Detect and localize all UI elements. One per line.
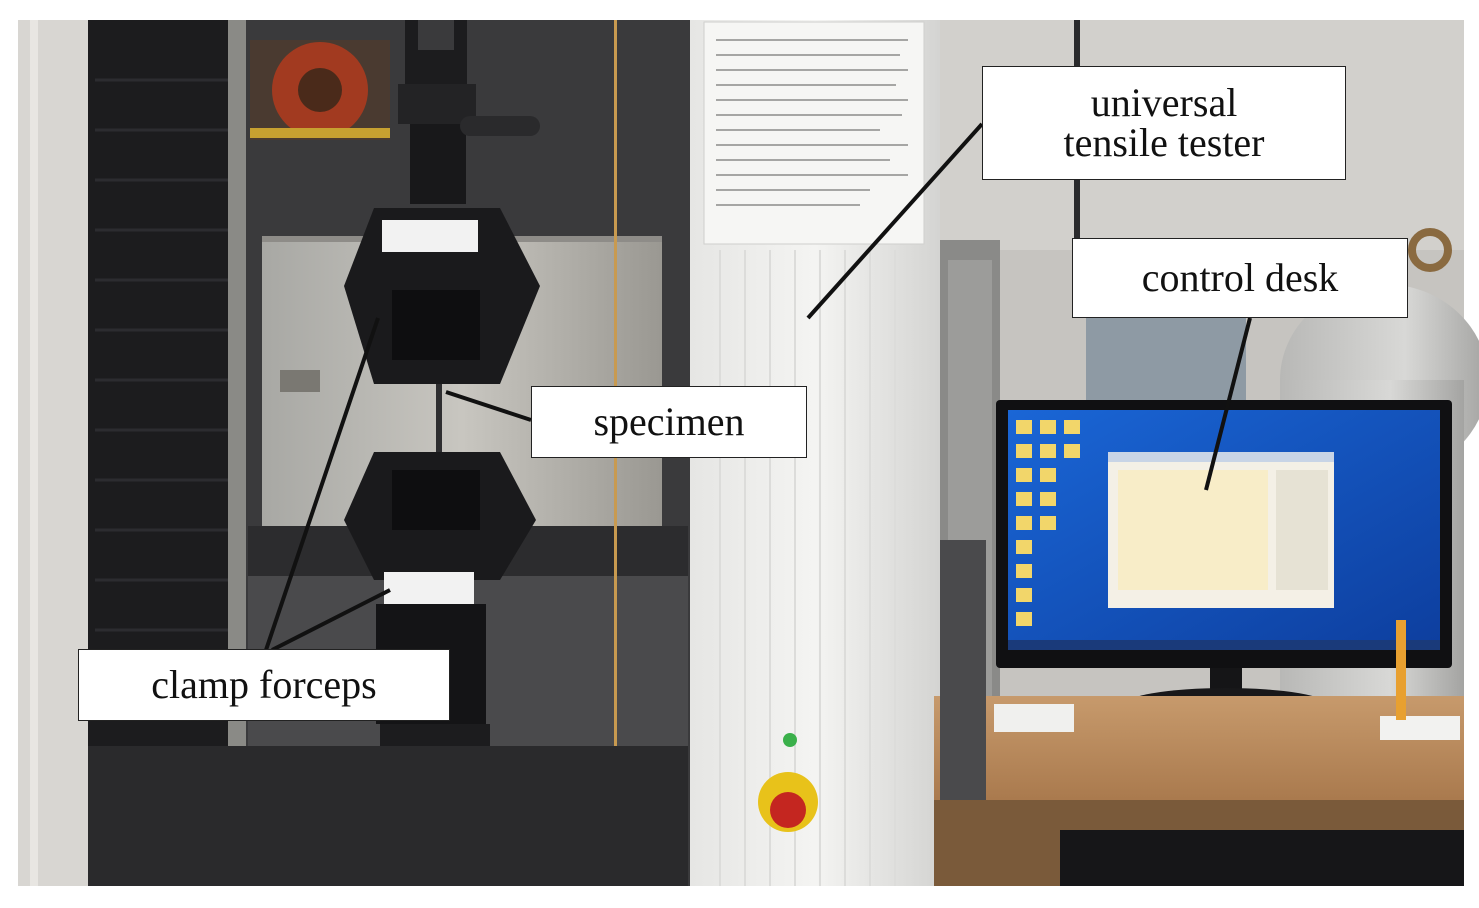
label-universal-line2: tensile tester: [1063, 120, 1265, 165]
label-clamp-forceps: clamp forceps: [78, 649, 450, 721]
label-universal-line1: universal: [1090, 80, 1238, 125]
label-control-desk: control desk: [1072, 238, 1408, 318]
label-universal-tensile-tester: universal tensile tester: [982, 66, 1346, 180]
callout-lines: [264, 122, 1252, 652]
label-specimen: specimen: [531, 386, 807, 458]
